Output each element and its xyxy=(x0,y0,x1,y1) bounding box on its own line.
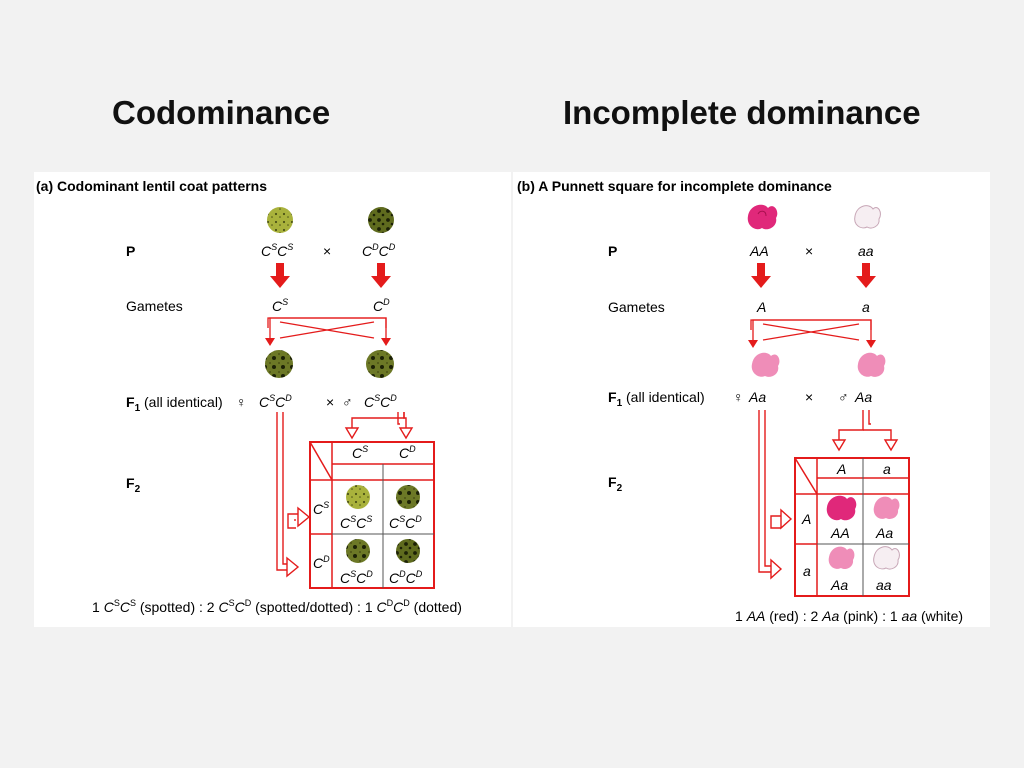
pink-flower-icon xyxy=(857,352,886,377)
f2-phenotype-ratio: 1 AA (red) : 2 Aa (pink) : 1 aa (white) xyxy=(735,608,963,624)
codominance-diagram: (a) Codominant lentil coat patterns P Ga… xyxy=(36,178,462,615)
female-symbol: ♀ xyxy=(733,389,744,405)
arrowhead-icon xyxy=(748,340,758,348)
spotted-lentil-icon xyxy=(267,207,293,233)
p-cross-symbol: × xyxy=(805,243,813,259)
male-symbol: ♂ xyxy=(342,394,353,410)
red-down-arrow-icon xyxy=(751,263,771,288)
f2-generation-label: F2 xyxy=(608,474,623,494)
spotted-dotted-lentil-icon xyxy=(366,350,394,378)
punnett-a-cell: CSCS xyxy=(340,514,372,531)
punnett-square-b xyxy=(794,457,910,597)
red-flower-icon xyxy=(747,204,778,230)
f1-cross-symbol: × xyxy=(805,389,813,405)
punnett-b-row-header: a xyxy=(803,563,811,579)
pink-flower-icon xyxy=(751,352,780,377)
spotted-lentil-icon xyxy=(346,485,370,509)
punnett-b-row-header: A xyxy=(801,511,811,527)
punnett-b-column-header: A xyxy=(836,461,846,477)
hollow-flow-arrow xyxy=(276,412,300,578)
spotted-dotted-lentil-icon xyxy=(396,485,420,509)
crossing-arrows xyxy=(267,317,387,340)
f1-generation-label: F1 (all identical) xyxy=(608,389,705,409)
crossing-arrows xyxy=(750,319,872,342)
punnett-b-cell: Aa xyxy=(830,577,848,593)
p-generation-label: P xyxy=(608,243,617,259)
white-flower-icon xyxy=(854,205,881,229)
red-flower-icon xyxy=(826,495,857,521)
hollow-flow-arrow xyxy=(770,508,793,530)
arrowhead-icon xyxy=(866,340,876,348)
punnett-a-column-header: CD xyxy=(399,444,416,461)
f1-genotype-female: CSCD xyxy=(259,393,292,410)
f1-genotype-male: CSCD xyxy=(364,393,397,410)
incomplete-dominance-title: Incomplete dominance xyxy=(563,94,921,131)
punnett-a-column-header: CS xyxy=(352,444,368,461)
parent-genotype-dotted: CDCD xyxy=(362,242,396,259)
p-generation-label: P xyxy=(126,243,135,259)
dotted-lentil-icon xyxy=(396,539,420,563)
red-down-arrow-icon xyxy=(856,263,876,288)
punnett-b-cell: Aa xyxy=(875,525,893,541)
female-symbol: ♀ xyxy=(236,394,247,410)
punnett-a-cell: CSCD xyxy=(389,514,422,531)
arrowhead-icon xyxy=(265,338,275,346)
white-flower-icon xyxy=(873,546,900,570)
red-down-arrow-icon xyxy=(270,263,290,288)
f1-genotype-female: Aa xyxy=(748,389,766,405)
punnett-square-a xyxy=(309,441,435,589)
gamete-dotted: CD xyxy=(373,297,390,314)
punnett-b-column-header: a xyxy=(883,461,891,477)
hollow-flow-arrow xyxy=(344,412,414,440)
f1-genotype-male: Aa xyxy=(854,389,872,405)
dotted-lentil-icon xyxy=(368,207,394,233)
punnett-b-cell: aa xyxy=(876,577,892,593)
parent-genotype-spotted: CSCS xyxy=(261,242,293,259)
f1-generation-label: F1 (all identical) xyxy=(126,394,223,414)
pink-flower-icon xyxy=(828,546,855,570)
punnett-a-row-header: CS xyxy=(313,500,329,517)
arrowhead-icon xyxy=(381,338,391,346)
red-down-arrow-icon xyxy=(371,263,391,288)
gametes-label: Gametes xyxy=(126,298,183,314)
codominance-panel: (a) Codominant lentil coat patterns P Ga… xyxy=(34,172,511,627)
gamete-dominant: A xyxy=(756,299,766,315)
pink-flower-icon xyxy=(873,496,900,520)
hollow-flow-arrow xyxy=(758,410,783,580)
f2-phenotype-ratio: 1 CSCS (spotted) : 2 CSCD (spotted/dotte… xyxy=(92,598,462,615)
f1-cross-symbol: × xyxy=(326,394,334,410)
hollow-flow-arrow xyxy=(831,410,899,452)
incomplete-dominance-panel: (b) A Punnett square for incomplete domi… xyxy=(513,172,990,627)
gametes-label: Gametes xyxy=(608,299,665,315)
gamete-spotted: CS xyxy=(272,297,288,314)
codominance-title: Codominance xyxy=(112,94,331,131)
parent-genotype-white: aa xyxy=(858,243,874,259)
spotted-dotted-lentil-icon xyxy=(346,539,370,563)
parent-genotype-red: AA xyxy=(749,243,769,259)
male-symbol: ♂ xyxy=(838,389,849,405)
punnett-a-row-header: CD xyxy=(313,554,330,571)
hollow-flow-arrow xyxy=(287,506,311,529)
p-cross-symbol: × xyxy=(323,243,331,259)
incomplete-dominance-diagram: (b) A Punnett square for incomplete domi… xyxy=(517,178,963,624)
punnett-b-cell: AA xyxy=(830,525,850,541)
panel-a-heading: (a) Codominant lentil coat patterns xyxy=(36,178,267,194)
punnett-a-cell: CSCD xyxy=(340,569,373,586)
spotted-dotted-lentil-icon xyxy=(265,350,293,378)
punnett-a-cell: CDCD xyxy=(389,569,423,586)
f2-generation-label: F2 xyxy=(126,475,141,495)
gamete-recessive: a xyxy=(862,299,870,315)
panel-b-heading: (b) A Punnett square for incomplete domi… xyxy=(517,178,832,194)
